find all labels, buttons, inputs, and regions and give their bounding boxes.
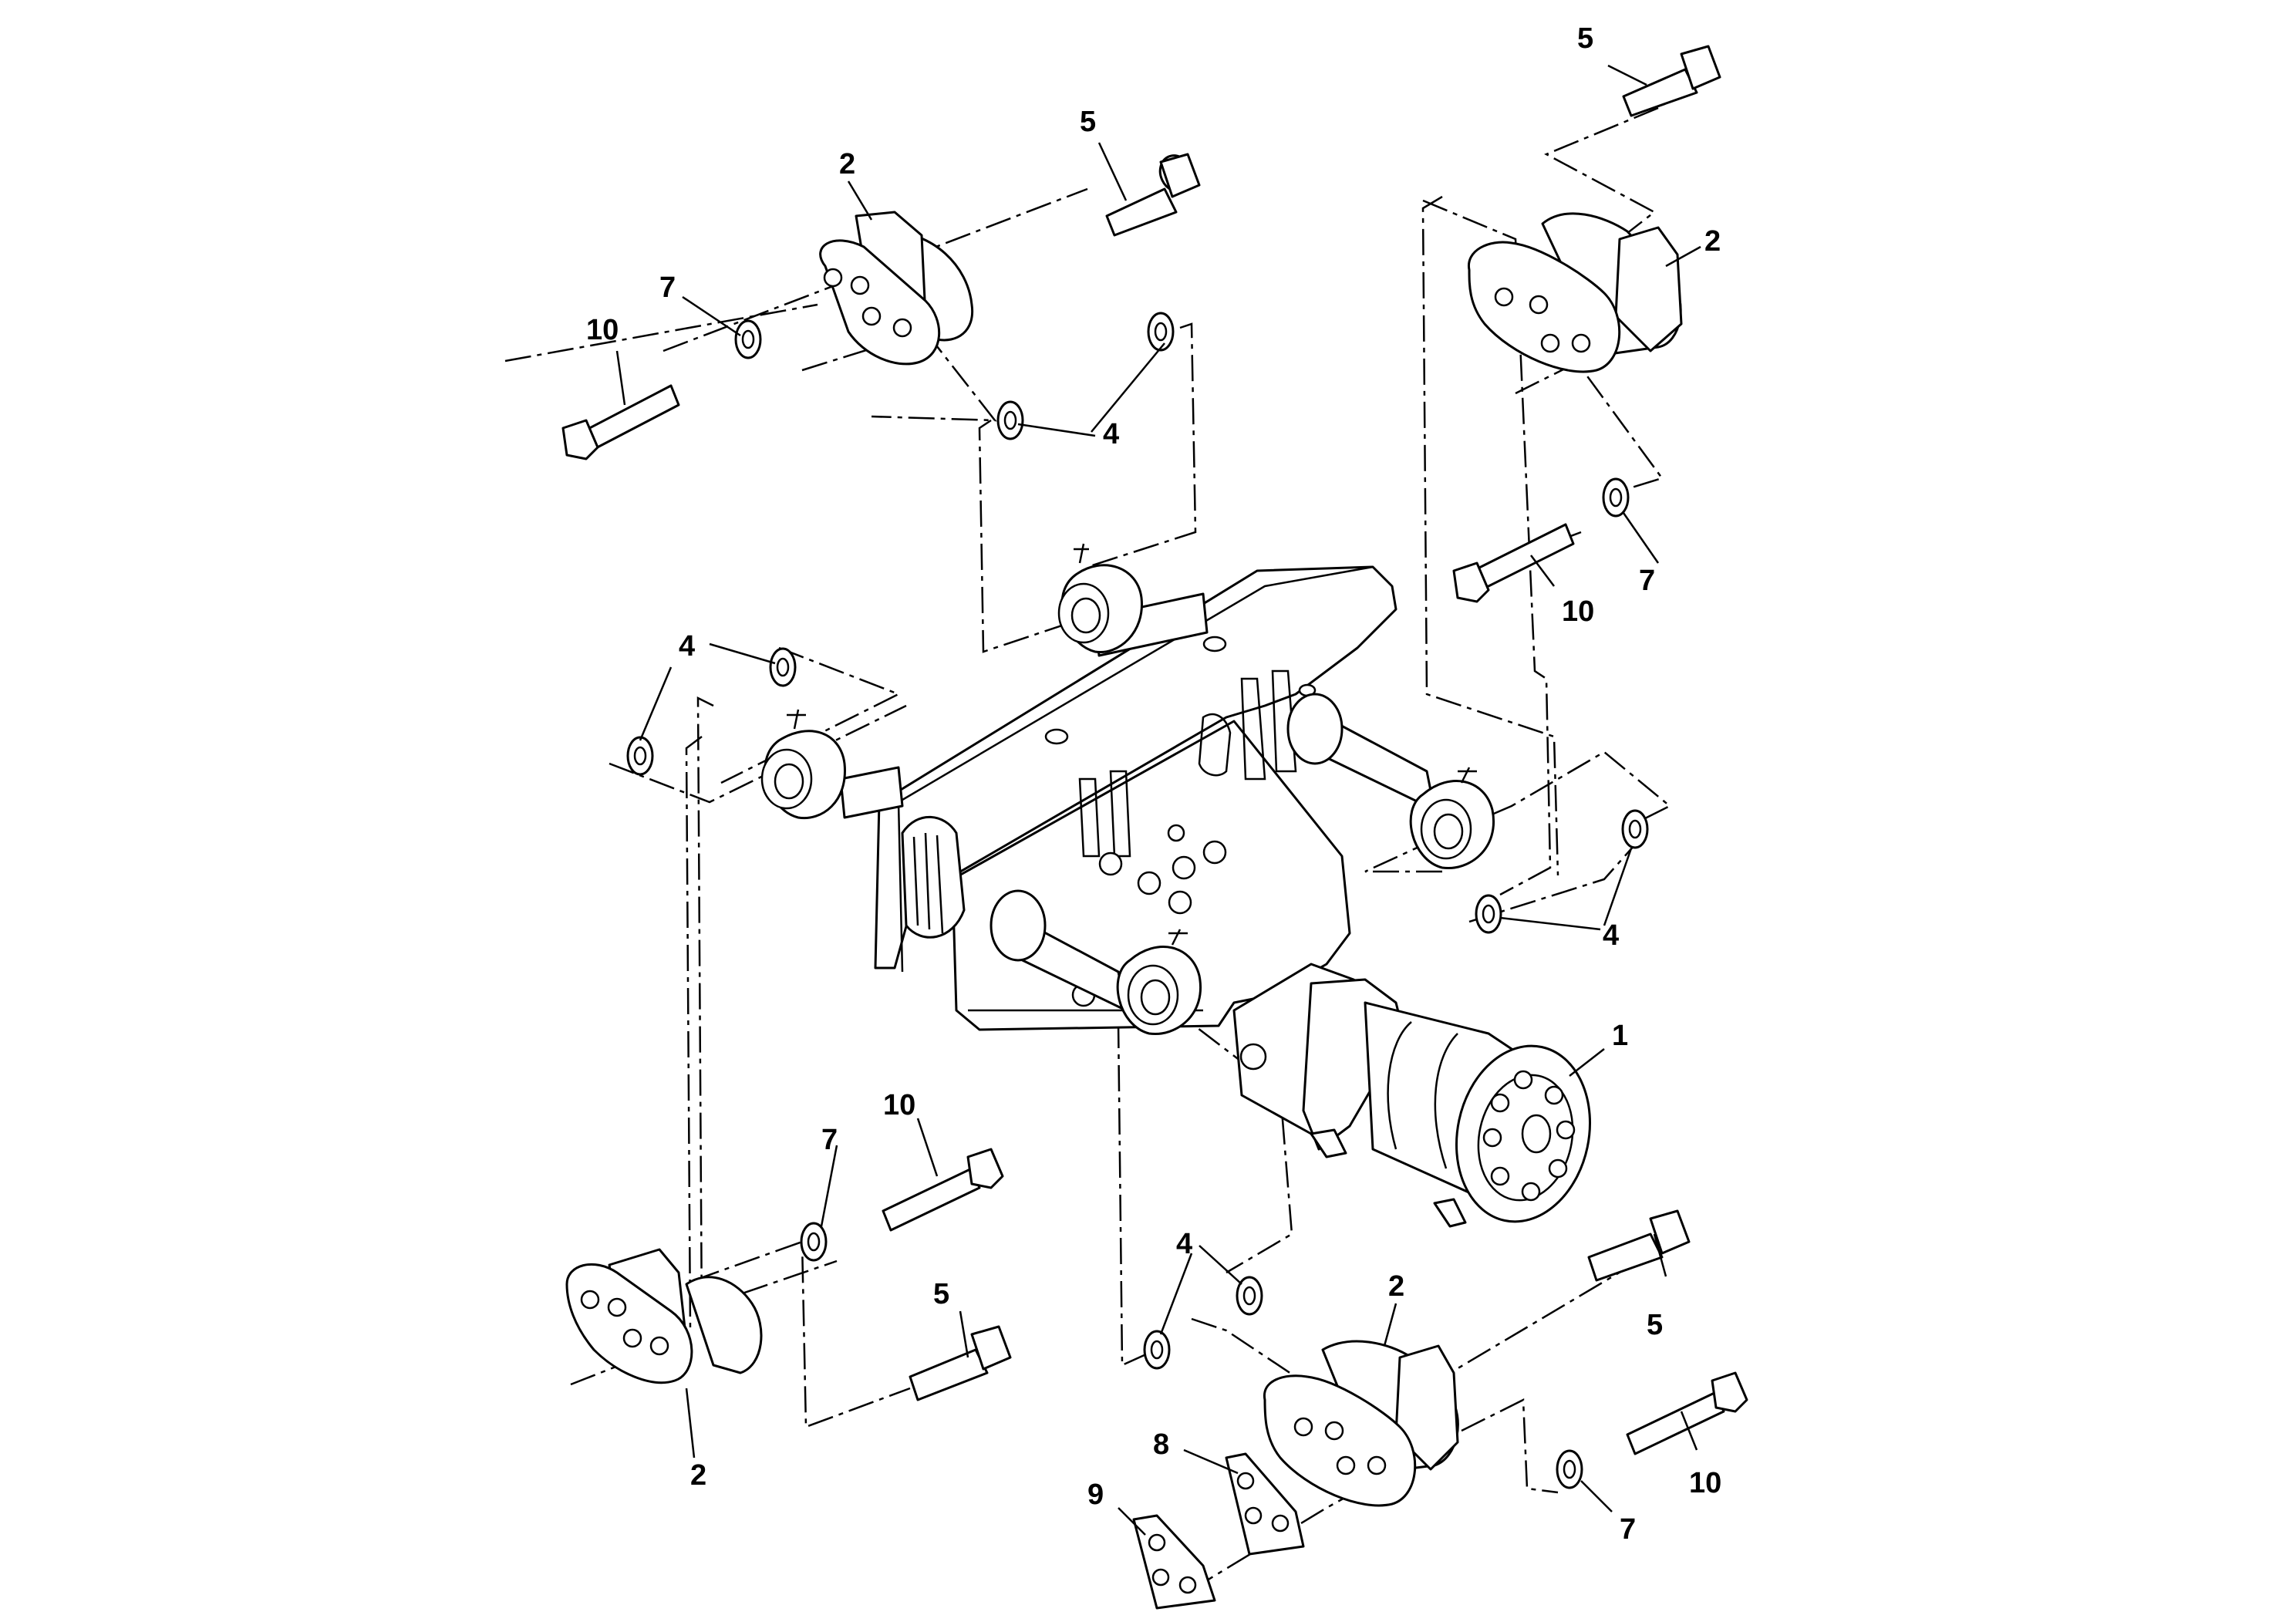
- shim-plate-9: [1132, 1514, 1216, 1610]
- mounting-bracket-top-left: [819, 211, 974, 366]
- shim-plate-8: [1225, 1452, 1305, 1556]
- mounting-bracket-bottom-right: [1263, 1340, 1459, 1507]
- callout-leaders: [615, 64, 1701, 1536]
- callout-2-top-left: 2: [839, 148, 855, 180]
- callout-7-top-right: 7: [1639, 565, 1655, 597]
- callout-1: 1: [1612, 1020, 1628, 1052]
- callout-5-top-right: 5: [1577, 22, 1593, 55]
- callout-10-bottom-right: 10: [1689, 1467, 1721, 1499]
- callout-5-bottom-right: 5: [1647, 1309, 1663, 1341]
- callout-4-right: 4: [1603, 919, 1619, 952]
- mounting-bracket-top-right: [1468, 212, 1683, 373]
- callout-8: 8: [1153, 1428, 1169, 1461]
- hydraulic-motor: [1232, 963, 1592, 1228]
- callout-7-bottom-left: 7: [821, 1124, 838, 1156]
- callout-5-top-left: 5: [1080, 106, 1096, 138]
- washers: [626, 312, 1649, 1489]
- callout-7-bottom-right: 7: [1620, 1513, 1636, 1546]
- mounting-bracket-bottom-left: [565, 1248, 763, 1384]
- bearing-shafts: [760, 543, 1495, 1036]
- callout-10-top-left: 10: [586, 314, 619, 346]
- callout-5-bottom-left: 5: [933, 1278, 949, 1310]
- callout-2-top-right: 2: [1704, 225, 1721, 258]
- callout-2-bottom-left: 2: [690, 1459, 706, 1492]
- socket-head-bolts: [909, 45, 1721, 1401]
- callout-4-top: 4: [1103, 418, 1119, 450]
- callout-9: 9: [1087, 1479, 1104, 1511]
- callout-4-bottom: 4: [1176, 1228, 1192, 1260]
- callout-7-top-left: 7: [659, 271, 676, 304]
- callout-4-left: 4: [679, 630, 695, 663]
- callout-10-top-right: 10: [1562, 595, 1594, 628]
- callout-labels: 1 2 2 2 2 4 4 4 4 5 5 5 5 7 7 7 7 8 9 10…: [586, 22, 1721, 1546]
- callout-10-bottom-left: 10: [883, 1089, 915, 1121]
- hex-head-bolts: [561, 384, 1748, 1455]
- callout-2-bottom-right: 2: [1388, 1270, 1404, 1303]
